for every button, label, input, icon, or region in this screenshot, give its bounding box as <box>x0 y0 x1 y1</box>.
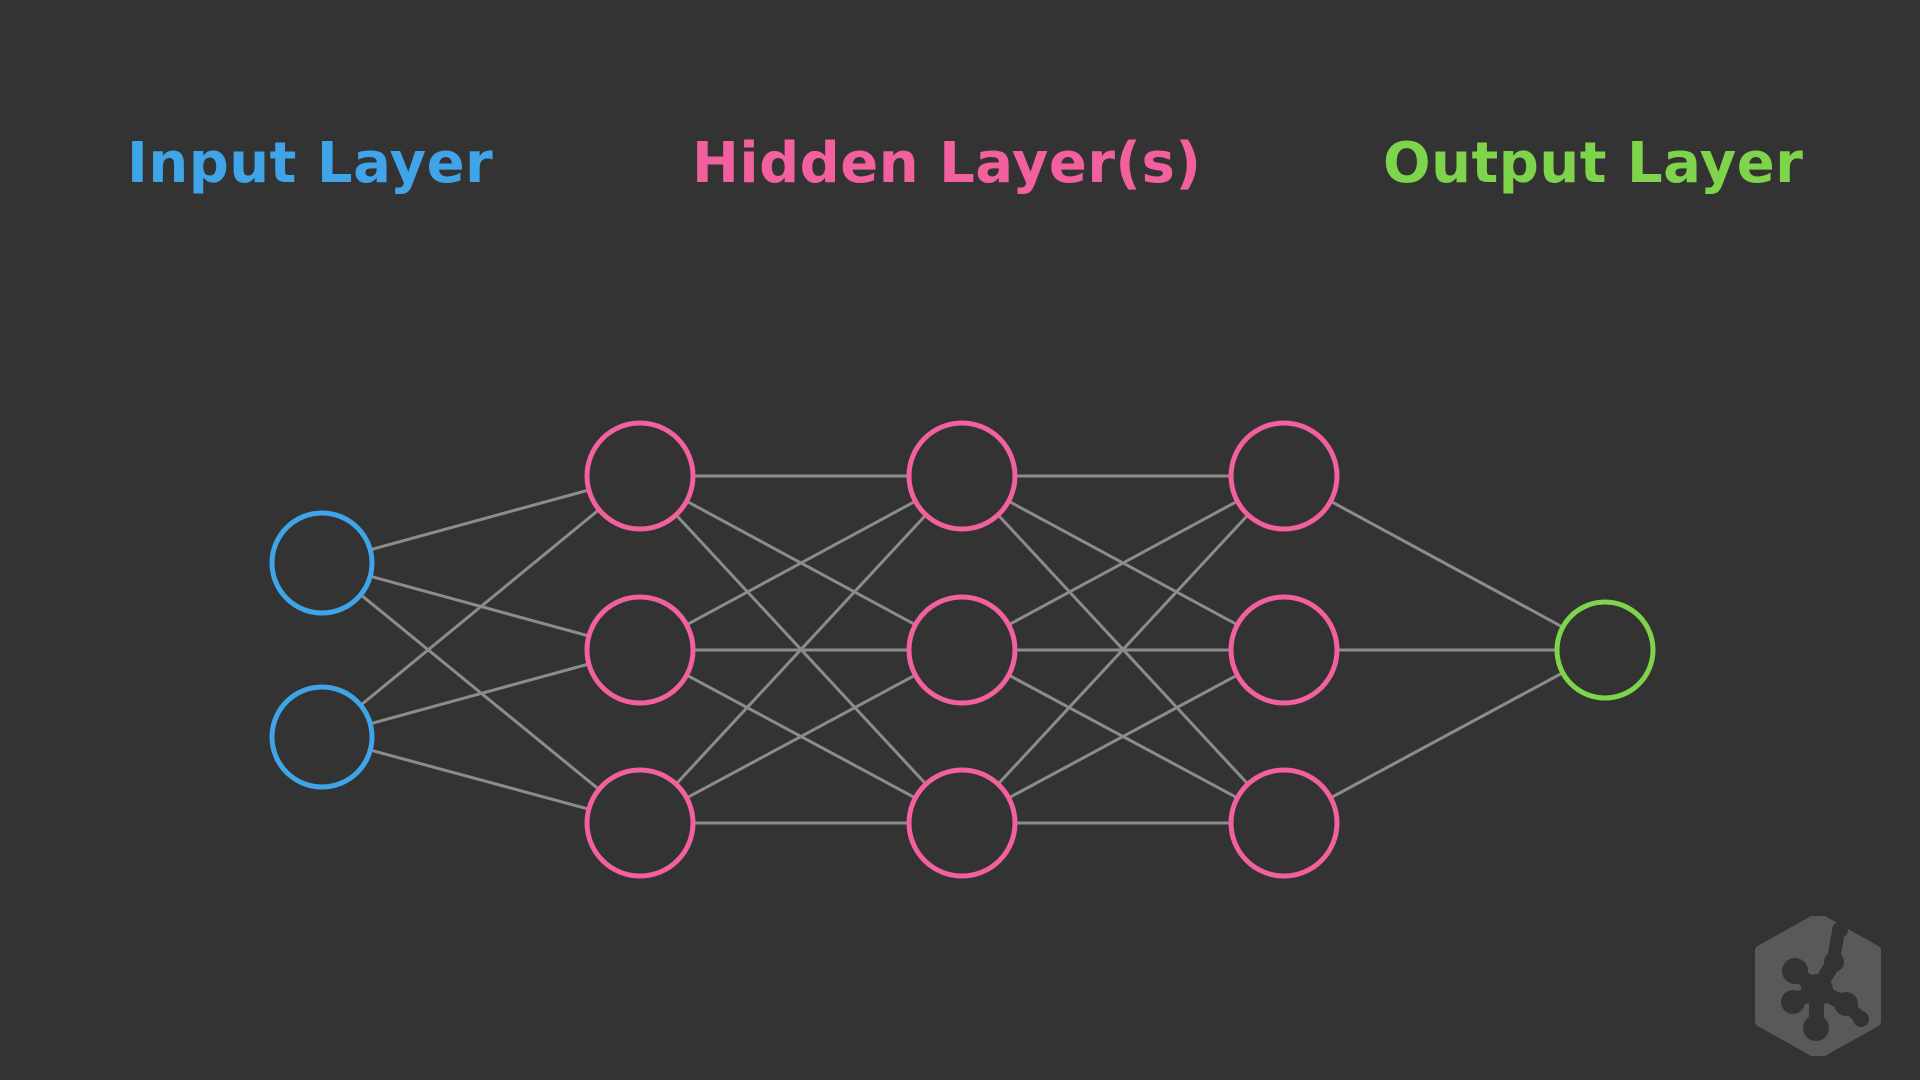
output-layer-label: Output Layer <box>1383 131 1804 196</box>
network-node-hidden <box>1228 420 1340 532</box>
hidden-layer-label: Hidden Layer(s) <box>692 131 1202 196</box>
network-node-hidden <box>906 767 1018 879</box>
connection-edge <box>360 509 600 706</box>
connection-edge <box>1330 500 1563 628</box>
connection-edge <box>686 674 916 799</box>
connection-edge <box>675 514 927 785</box>
connection-edges <box>360 474 1563 825</box>
connection-edge <box>370 748 589 811</box>
network-node-hidden <box>584 767 696 879</box>
network-nodes <box>269 420 1656 879</box>
connection-edge <box>1330 671 1563 799</box>
connection-edge <box>370 488 589 551</box>
network-node-input <box>269 510 375 616</box>
network-node-hidden <box>1228 767 1340 879</box>
connection-edge <box>1008 500 1238 626</box>
network-node-output <box>1554 599 1656 701</box>
hexagon-neuron-logo-icon <box>1755 916 1881 1056</box>
connection-edge <box>1008 674 1238 799</box>
neuron-glyph <box>1781 922 1869 1041</box>
connection-edge <box>360 594 600 790</box>
connection-edge <box>686 500 916 626</box>
network-node-hidden <box>584 594 696 706</box>
network-node-hidden <box>906 594 1018 706</box>
network-node-hidden <box>906 420 1018 532</box>
network-node-input <box>269 684 375 790</box>
connection-edge <box>997 514 1249 785</box>
connection-edge <box>370 662 589 725</box>
network-node-hidden <box>1228 594 1340 706</box>
network-node-hidden <box>584 420 696 532</box>
input-layer-label: Input Layer <box>127 131 494 196</box>
